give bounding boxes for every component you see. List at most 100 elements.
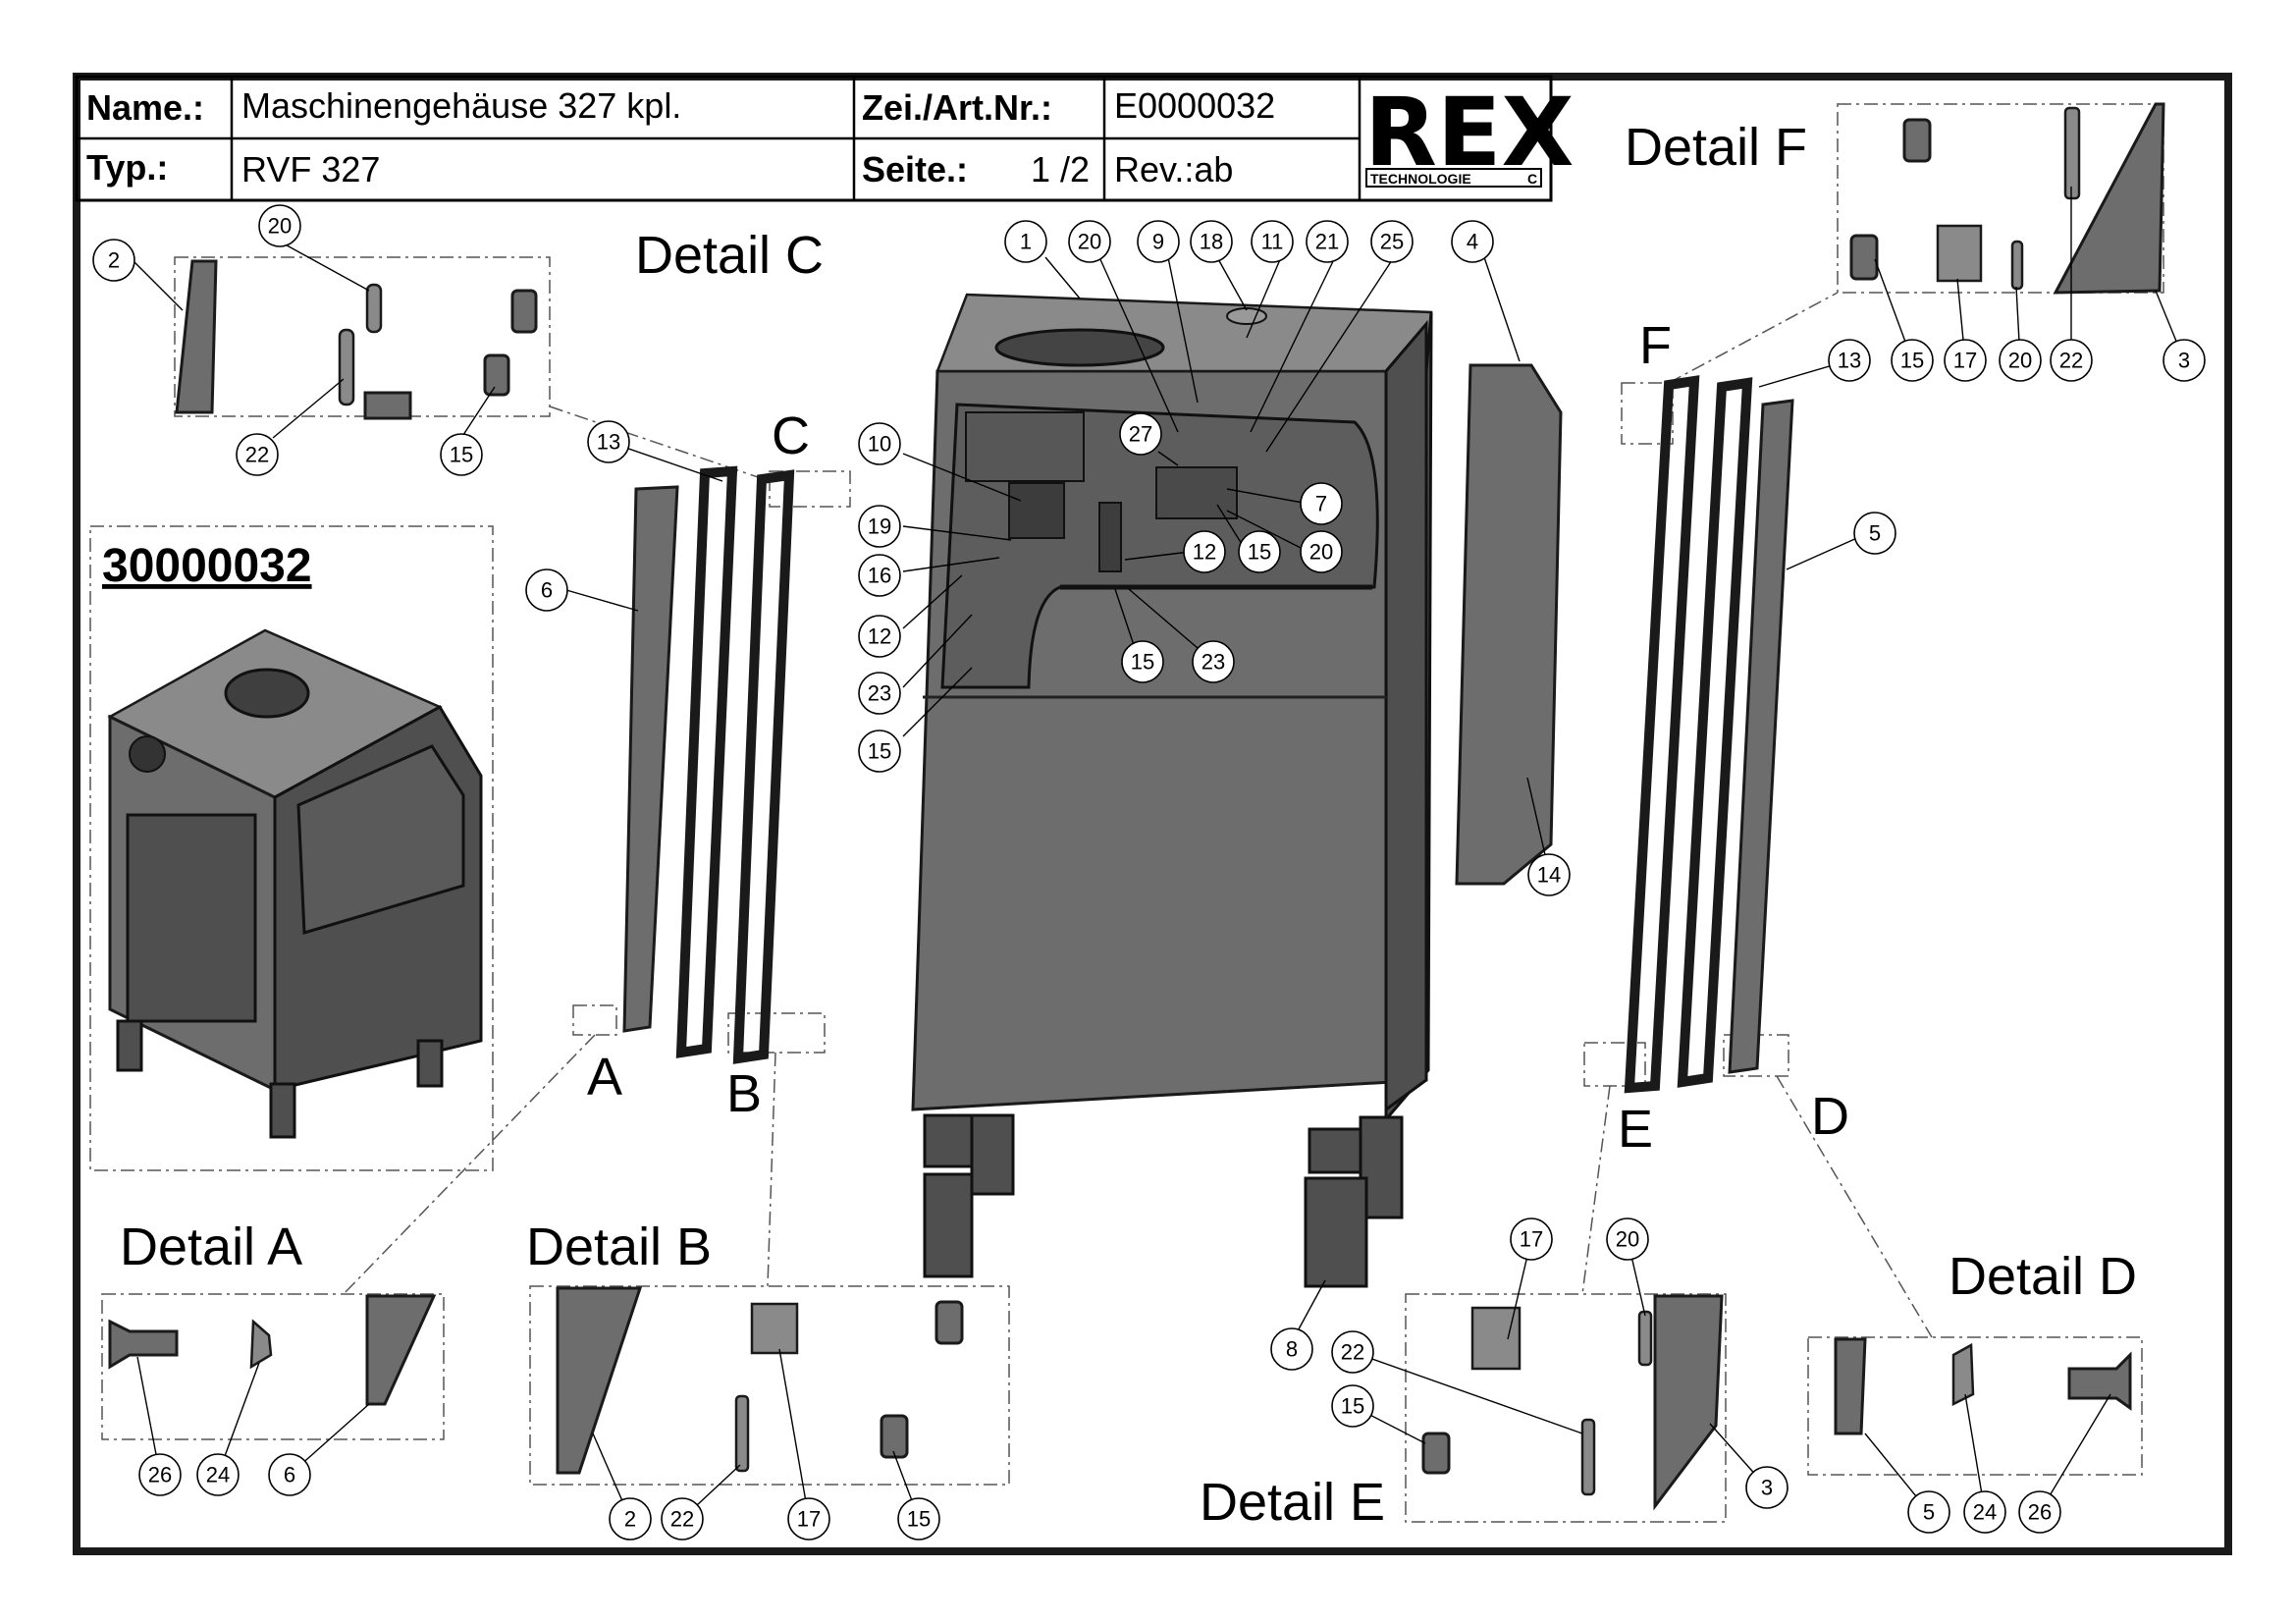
callout: 2	[108, 248, 120, 273]
callout: 20	[268, 214, 292, 239]
frame-f	[1624, 375, 1700, 1094]
detD-part-5	[1834, 1337, 1867, 1435]
letter-c: C	[772, 406, 810, 465]
zone-b-box	[727, 1012, 826, 1054]
callout: 15	[1131, 650, 1154, 675]
detC-part-17	[363, 391, 412, 420]
callout: 16	[868, 564, 891, 588]
letter-e: E	[1618, 1100, 1653, 1159]
callout: 3	[1761, 1476, 1773, 1500]
callout: 15	[1248, 540, 1271, 565]
callout: 13	[1838, 349, 1861, 373]
callout: 26	[2028, 1500, 2052, 1525]
assembly-preview-housing	[107, 628, 483, 1139]
detB-part-15a	[934, 1300, 964, 1345]
callout: 9	[1152, 230, 1164, 254]
detB-part-15b	[880, 1414, 909, 1459]
detB-part-17	[750, 1302, 799, 1355]
title-block: Name.: Maschinengehäuse 327 kpl. Typ.: R…	[75, 75, 1575, 202]
detC-part-15b	[483, 353, 510, 397]
callout: 20	[1078, 230, 1101, 254]
callout: 24	[1973, 1500, 1997, 1525]
detF-part-20	[2010, 240, 2024, 291]
callout-numbers: 2 20 22 15 13 6 1 20 9 18 11 21 25 4 10 …	[108, 214, 2190, 1532]
callout: 1	[1020, 230, 1032, 254]
detB-part-22	[734, 1394, 750, 1473]
letter-d: D	[1811, 1087, 1849, 1146]
callout: 13	[597, 430, 620, 455]
detD-part-26	[2067, 1351, 2132, 1411]
callout: 22	[670, 1507, 694, 1532]
side-cover-4	[1455, 363, 1563, 886]
callout: 27	[1129, 422, 1152, 447]
assembly-number: 30000032	[102, 540, 312, 592]
drawing-number-value: E0000032	[1114, 85, 1275, 126]
logo-subtext: TECHNOLOGIE	[1370, 171, 1471, 187]
detC-part-2	[175, 259, 218, 414]
detail-link-lines	[343, 292, 1933, 1338]
letter-a: A	[587, 1048, 622, 1107]
detF-part-22	[2063, 106, 2081, 200]
type-label: Typ.:	[86, 147, 168, 188]
detA-part-24	[249, 1319, 273, 1370]
detF-part-17	[1936, 224, 1983, 283]
panel-6	[622, 485, 679, 1033]
name-label: Name.:	[86, 87, 204, 128]
detail-b-title: Detail B	[526, 1217, 712, 1276]
callout: 14	[1537, 863, 1561, 888]
gasket-13-right	[1677, 377, 1753, 1088]
name-value: Maschinengehäuse 327 kpl.	[241, 85, 681, 126]
callout: 17	[1520, 1227, 1543, 1252]
detail-f-title: Detail F	[1625, 118, 1807, 177]
callout: 17	[797, 1507, 821, 1532]
drawing-number-label: Zei./Art.Nr.:	[862, 87, 1052, 128]
callout: 23	[868, 681, 891, 706]
detF-part-15	[1849, 234, 1879, 281]
detD-part-24	[1951, 1342, 1975, 1407]
zone-a-box	[572, 1004, 617, 1036]
detF-part-3	[2053, 102, 2165, 295]
callout: 6	[541, 578, 553, 603]
callout: 24	[206, 1463, 230, 1488]
detC-part-15a	[510, 289, 538, 334]
letter-f: F	[1639, 316, 1672, 375]
machine-housing	[911, 293, 1433, 1288]
letter-b: B	[726, 1064, 762, 1123]
callout: 6	[284, 1463, 295, 1488]
callout: 12	[868, 624, 891, 649]
callout: 22	[245, 443, 269, 467]
frame-c	[732, 469, 795, 1064]
detE-part-3	[1653, 1294, 1724, 1511]
detail-c-box	[174, 256, 551, 417]
callout: 2	[624, 1507, 636, 1532]
page-value: 1 /2	[1031, 149, 1090, 189]
callout: 3	[2178, 349, 2190, 373]
detail-d-title: Detail D	[1949, 1247, 2137, 1306]
zone-c-box	[769, 470, 851, 508]
logo-mark: C	[1527, 171, 1537, 187]
callout: 12	[1193, 540, 1216, 565]
callout: 20	[1309, 540, 1333, 565]
detE-part-17	[1470, 1306, 1522, 1371]
callout: 10	[868, 432, 891, 457]
detF-part-top	[1902, 118, 1932, 163]
gasket-13-left	[675, 465, 738, 1058]
detail-b-box	[529, 1285, 1010, 1486]
callout: 22	[2059, 349, 2083, 373]
callout: 7	[1315, 492, 1327, 516]
detB-part-2	[556, 1286, 643, 1475]
callout: 11	[1261, 230, 1284, 254]
callout: 18	[1200, 230, 1223, 254]
callout: 21	[1315, 230, 1339, 254]
callout: 15	[1341, 1394, 1364, 1419]
callout: 15	[450, 443, 473, 467]
detC-part-20	[365, 283, 383, 334]
detE-part-15	[1421, 1432, 1451, 1475]
callout: 25	[1380, 230, 1404, 254]
leader-lines	[132, 187, 2185, 1520]
callouts	[92, 204, 2206, 1541]
detC-part-22	[338, 328, 355, 406]
callout: 15	[868, 739, 891, 764]
detail-e-title: Detail E	[1200, 1473, 1385, 1532]
